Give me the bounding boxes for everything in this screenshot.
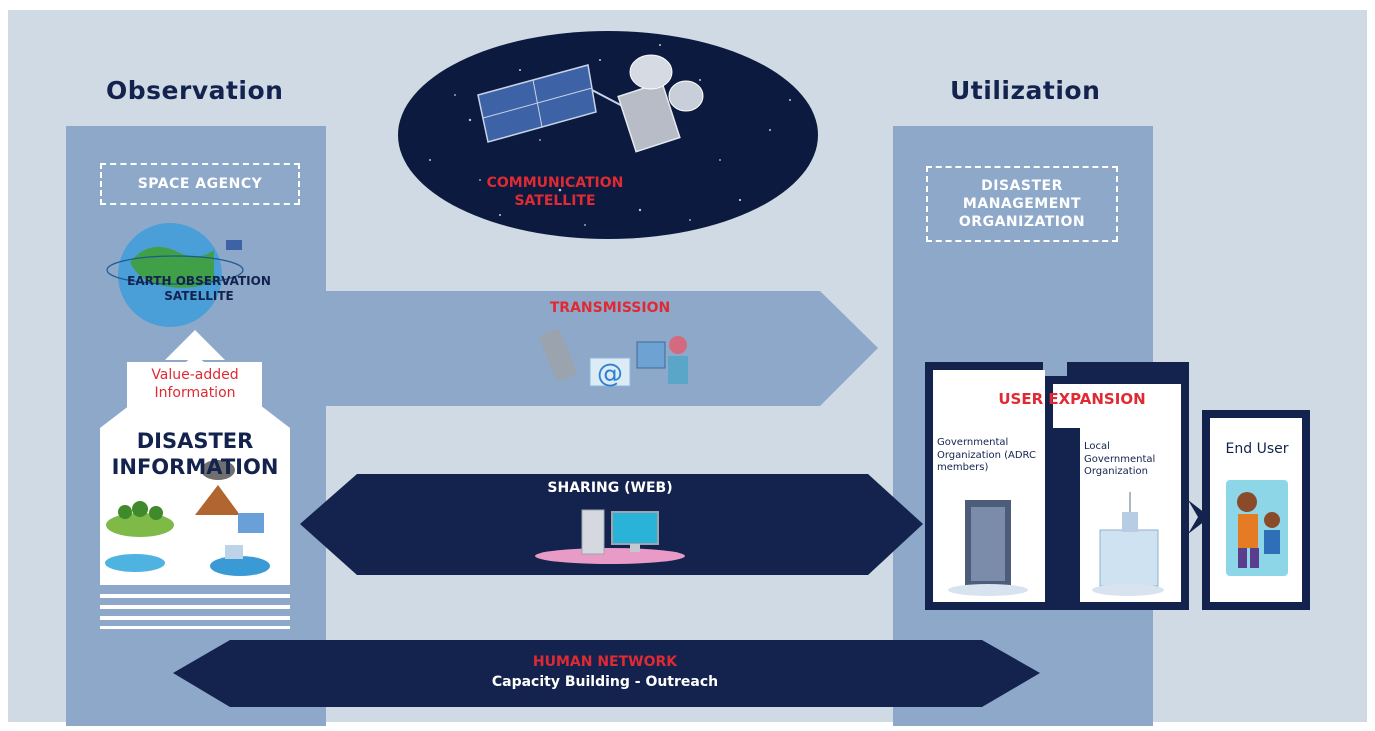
- user-expansion-header-panel: [1053, 384, 1181, 428]
- document-stack-line: [100, 605, 290, 609]
- satellite-graphic: [477, 54, 704, 153]
- space-agency-box: SPACE AGENCY: [100, 163, 300, 205]
- transmission-illustration: @: [539, 328, 688, 389]
- communication-satellite-label: COMMUNICATION SATELLITE: [486, 175, 624, 209]
- transmission-arrow: [326, 291, 878, 406]
- local-governmental-org-label: Local Governmental Organization: [1084, 441, 1156, 477]
- chevron-icon: [1188, 500, 1210, 534]
- sharing-illustration: [535, 509, 685, 564]
- disaster-management-box: DISASTER MANAGEMENT ORGANIZATION: [926, 166, 1118, 242]
- user-expansion-title: USER EXPANSION: [998, 390, 1146, 408]
- capacity-building-label: Capacity Building - Outreach: [491, 674, 719, 690]
- observation-heading: Observation: [106, 76, 284, 105]
- human-network-label: HUMAN NETWORK: [532, 654, 678, 670]
- communication-satellite-ellipse: [398, 31, 818, 239]
- chevron-icon: [1050, 500, 1072, 534]
- value-added-box: [127, 362, 262, 408]
- earth-globe-icon: [106, 223, 244, 327]
- governmental-org-label: Governmental Organization (ADRC members): [937, 437, 1036, 473]
- end-user-label: End User: [1225, 441, 1289, 457]
- document-stack-line: [100, 626, 290, 629]
- utilization-heading: Utilization: [950, 76, 1101, 105]
- human-network-arrow: [173, 640, 1040, 707]
- disaster-illustration: [105, 460, 270, 576]
- government-building-icon: [1092, 492, 1164, 596]
- eo-satellite-label: EARTH OBSERVATION SATELLITE: [127, 274, 271, 303]
- office-tower-icon: [948, 500, 1028, 596]
- star-field: [429, 44, 791, 226]
- svg-text:@: @: [597, 359, 623, 389]
- transmission-image-box: [530, 322, 698, 398]
- value-added-label: Value-added Information: [151, 367, 239, 402]
- transmission-label: TRANSMISSION: [549, 300, 671, 316]
- document-stack-line: [100, 616, 290, 620]
- sharing-label: SHARING (WEB): [547, 480, 673, 496]
- value-added-arrow: [165, 330, 225, 360]
- disaster-info-label: DISASTER INFORMATION: [111, 429, 279, 480]
- family-icon: [1226, 480, 1288, 576]
- document-stack-line: [100, 594, 290, 598]
